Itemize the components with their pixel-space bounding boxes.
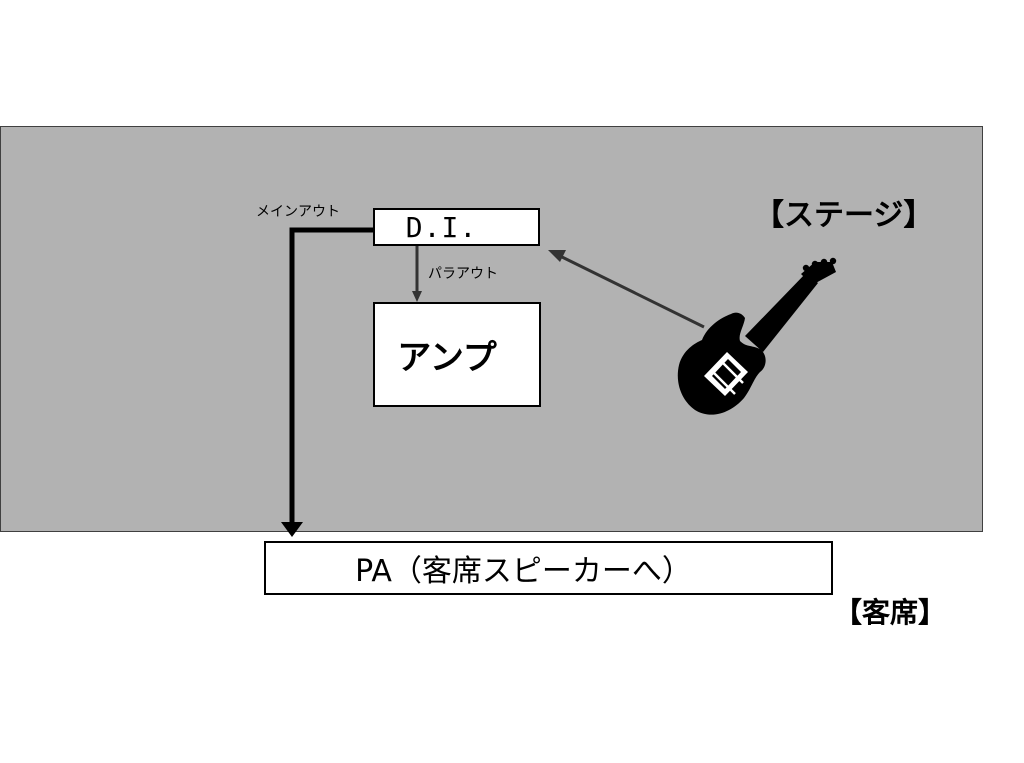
pa-label: PA（客席スピーカーへ）	[355, 554, 692, 589]
seats-label: 【客席】	[834, 596, 947, 629]
para-out-label: パラアウト	[428, 266, 498, 282]
main-out-label: メインアウト	[256, 204, 340, 220]
stage-label: 【ステージ】	[754, 198, 934, 233]
amp-label: アンプ	[397, 338, 497, 378]
di-label: D.I.	[405, 210, 478, 244]
amp-box: アンプ	[373, 302, 541, 407]
pa-box: PA（客席スピーカーへ）	[264, 541, 833, 595]
di-box: D.I.	[373, 208, 540, 246]
